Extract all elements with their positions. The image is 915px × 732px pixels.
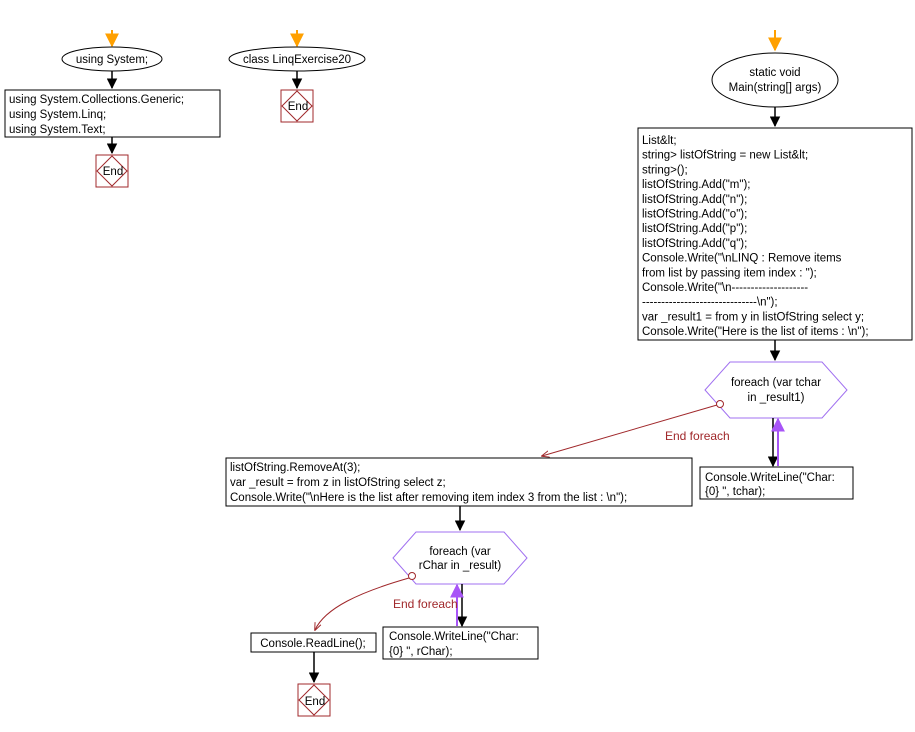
loop-label: foreach (var tchar: [731, 377, 821, 389]
process-line: Console.Write("Here is the list of items…: [642, 326, 869, 338]
loop-node-tchar: foreach (var tchar in _result1): [704, 361, 848, 419]
process-line: Console.Write("\n--------------------: [642, 282, 808, 294]
flow-using-system: using System; using System.Collections.G…: [4, 30, 221, 188]
end-node: End: [95, 154, 129, 188]
process-line: string> listOfString = new List&lt;: [642, 150, 808, 162]
process-line: List&lt;: [642, 135, 677, 147]
loop-body-box: [382, 626, 539, 660]
process-line: var _result = from z in listOfString sel…: [230, 477, 446, 489]
process-line: listOfString.Add("q");: [642, 238, 747, 250]
flow-main: static void Main(string[] args) List&lt;…: [225, 30, 913, 717]
loop-body-box: [699, 466, 854, 500]
end-node-label: End: [288, 101, 308, 113]
loop-body-line: {0} ", tchar);: [705, 486, 765, 498]
process-line: from list by passing item index : ");: [642, 267, 817, 279]
loop-label: in _result1): [748, 392, 805, 404]
process-line: listOfString.Add("m");: [642, 179, 751, 191]
process-line: Console.ReadLine();: [260, 638, 365, 650]
loop-body-line: {0} ", rChar);: [389, 646, 453, 658]
start-node-label: class LinqExercise20: [243, 54, 351, 66]
process-line: using System.Text;: [9, 124, 106, 136]
process-line: using System.Collections.Generic;: [9, 94, 184, 106]
process-line: using System.Linq;: [9, 109, 106, 121]
loop-exit-point: [716, 400, 724, 408]
loop-exit-arrow: [542, 404, 718, 456]
process-box: [4, 89, 221, 138]
end-node-label: End: [103, 166, 123, 178]
process-line: listOfString.RemoveAt(3);: [230, 462, 360, 474]
loop-node-rchar: foreach (var rChar in _result): [392, 531, 528, 585]
process-line: Console.Write("\nHere is the list after …: [230, 492, 627, 504]
process-line: Console.Write("\nLINQ : Remove items: [642, 253, 842, 265]
process-line: string>();: [642, 164, 688, 176]
start-node-label: static void: [749, 67, 800, 79]
start-node: [711, 52, 839, 108]
loop-label: foreach (var: [429, 546, 491, 558]
loop-label: rChar in _result): [419, 560, 502, 572]
start-node-label: using System;: [76, 54, 148, 66]
process-line: var _result1 = from y in listOfString se…: [642, 311, 864, 323]
end-node: End: [297, 683, 331, 717]
process-box-lines: List&lt; string> listOfString = new List&…: [642, 135, 869, 338]
flow-class: class LinqExercise20 End: [228, 30, 366, 123]
end-node-label: End: [305, 696, 325, 708]
process-box: [225, 457, 693, 507]
end-node: End: [280, 89, 314, 123]
loop-exit-label: End foreach: [665, 429, 730, 443]
loop-exit-point: [408, 572, 416, 580]
loop-body-line: Console.WriteLine("Char:: [705, 472, 835, 484]
loop-body-line: Console.WriteLine("Char:: [389, 631, 519, 643]
process-box: [637, 127, 913, 341]
loop-exit-label: End foreach: [393, 597, 458, 611]
start-node-label: Main(string[] args): [729, 82, 822, 94]
loop-exit-arrow: [315, 577, 410, 630]
process-line: ------------------------------\n");: [642, 297, 778, 309]
process-line: listOfString.Add("n");: [642, 194, 747, 206]
process-line: listOfString.Add("o");: [642, 209, 747, 221]
process-line: listOfString.Add("p");: [642, 223, 747, 235]
